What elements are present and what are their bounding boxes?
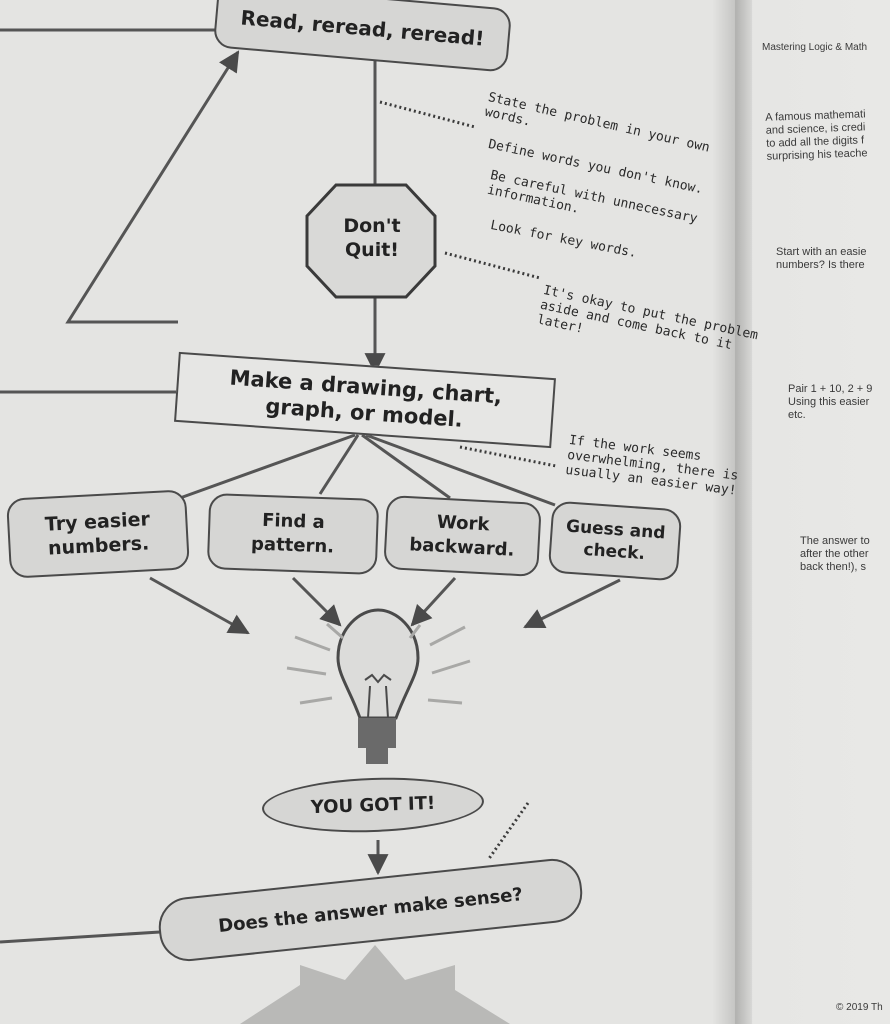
right-page-para-2: Start with an easie numbers? Is there [776,246,867,271]
right-page-para-4: The answer to after the other back then!… [800,535,870,573]
dont-quit-label: Don't Quit! [343,215,401,261]
strategy-try-easier-numbers: Try easier numbers. [6,489,190,579]
right-page-footer: © 2019 Th [836,1002,883,1013]
strategy-label: Try easier numbers. [44,508,151,560]
right-page [735,0,890,1024]
right-page-para-3: Pair 1 + 10, 2 + 9 Using this easier etc… [788,383,873,421]
stop-sign-shape [305,183,437,299]
strategy-label: Guess and check. [565,516,667,565]
right-page-para-1: A famous mathemati and science, is credi… [765,108,868,163]
strategy-work-backward: Work backward. [383,494,542,578]
bottom-star-shape [240,945,510,1024]
answer-check-label: Does the answer make sense? [217,883,524,937]
book-gutter-shadow [712,0,752,1024]
strategy-guess-check: Guess and check. [547,500,683,582]
light-bulb-icon [336,608,420,764]
strategy-find-pattern: Find a pattern. [206,493,380,575]
strategy-label: Work backward. [408,511,515,561]
you-got-it-label: YOU GOT IT! [310,792,436,818]
model-box-label: Make a drawing, chart, graph, or model. [228,365,503,432]
strategy-label: Find a pattern. [250,509,335,558]
start-box-label: Read, reread, reread! [239,5,486,51]
right-page-header: Mastering Logic & Math [762,42,868,53]
